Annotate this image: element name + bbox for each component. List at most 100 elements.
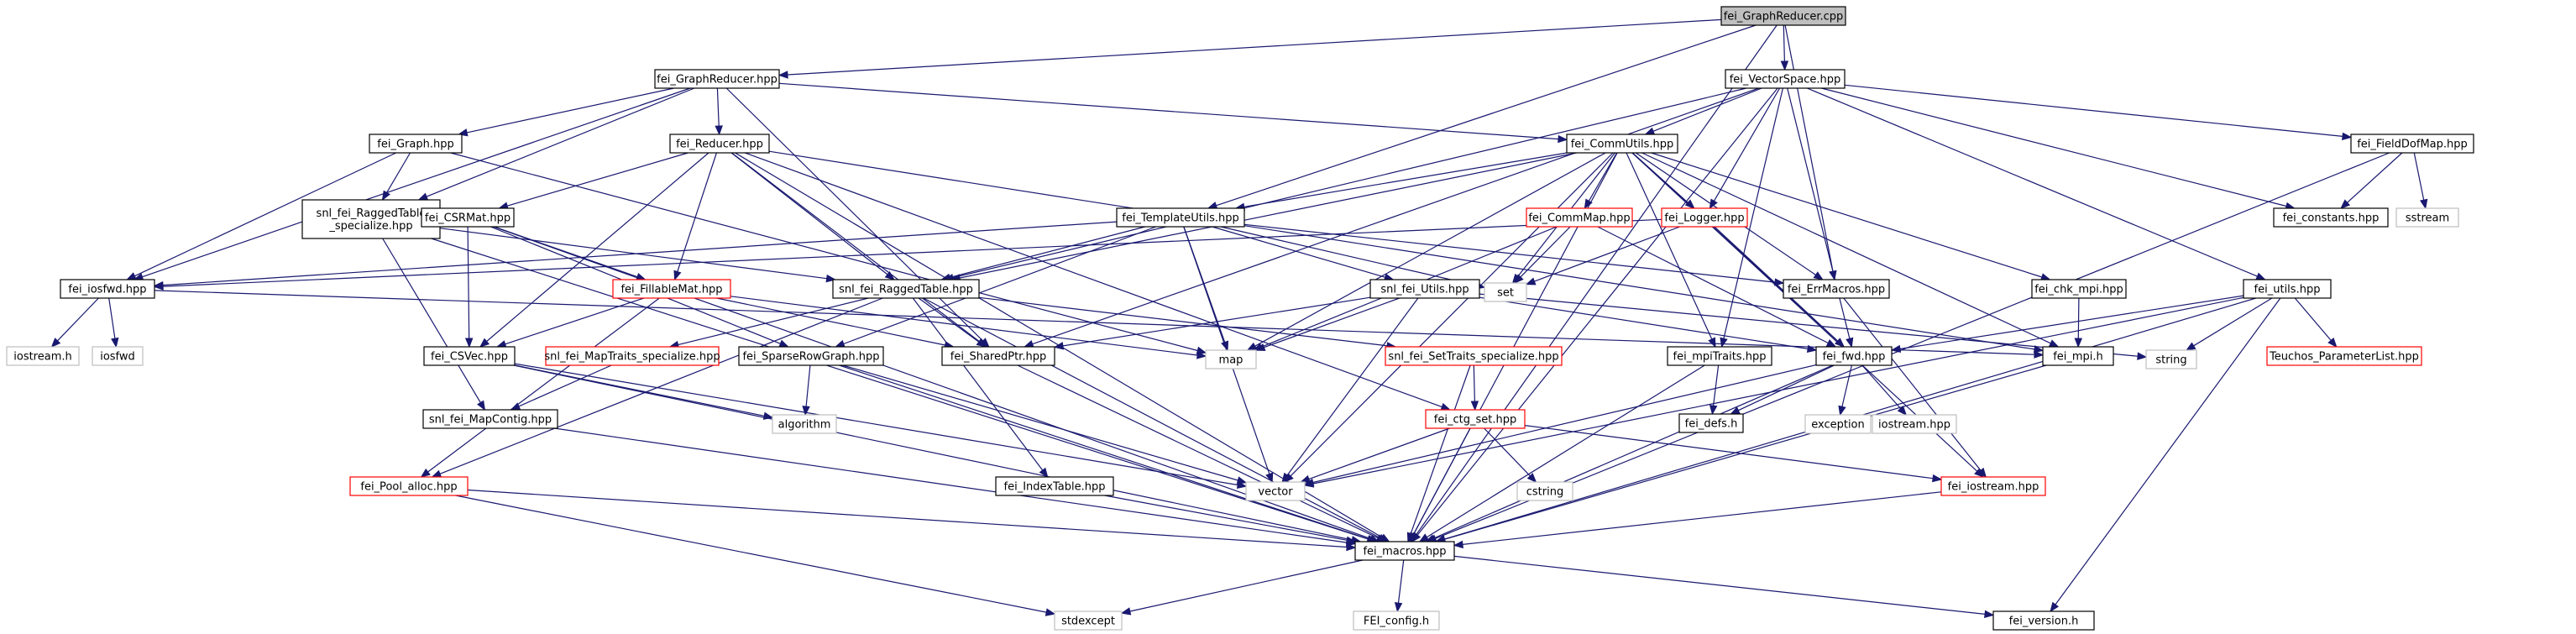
node-errmacros[interactable]: fei_ErrMacros.hpp	[1783, 279, 1890, 299]
node-label: fei_CSVec.hpp	[431, 351, 508, 364]
edge-line	[142, 87, 691, 278]
edge-utils-to-version	[2050, 297, 2281, 613]
edge-arrowhead	[673, 270, 682, 281]
node-snlutils[interactable]: snl_fei_Utils.hpp	[1369, 279, 1480, 299]
node-fielddofmap[interactable]: fei_FieldDofMap.hpp	[2350, 134, 2474, 154]
node-label: exception	[1811, 419, 1865, 432]
node-constants[interactable]: fei_constants.hpp	[2273, 207, 2389, 228]
edge-reducer-to-csrmat	[498, 152, 689, 210]
node-csrmat[interactable]: fei_CSRMat.hpp	[421, 207, 515, 228]
edge-vectorspace-to-commutils	[1644, 87, 1762, 135]
edge-line	[431, 238, 1369, 540]
node-maptraits[interactable]: snl_fei_MapTraits_specialize.hpp	[544, 346, 720, 366]
edge-arrowhead	[1281, 472, 1291, 484]
node-mpi-h[interactable]: fei_mpi.h	[2042, 346, 2114, 366]
edge-line	[2077, 297, 2080, 339]
node-defs[interactable]: fei_defs.h	[1678, 413, 1744, 433]
node-indextable[interactable]: fei_IndexTable.hpp	[995, 476, 1114, 496]
edge-arrowhead	[1984, 610, 1995, 618]
node-fillablemat[interactable]: fei_FillableMat.hpp	[612, 279, 731, 299]
edge-arrowhead	[2050, 601, 2060, 613]
edge-line	[1784, 24, 1834, 272]
node-ctgset[interactable]: fei_ctg_set.hpp	[1425, 409, 1526, 429]
edge-line	[1462, 491, 1942, 545]
node-fwd[interactable]: fei_fwd.hpp	[1815, 346, 1893, 366]
edge-arrowhead	[1526, 473, 1537, 483]
node-graph[interactable]: fei_Graph.hpp	[369, 134, 463, 154]
node-utils[interactable]: fei_utils.hpp	[2243, 279, 2332, 299]
node-label: snl_fei_MapTraits_specialize.hpp	[544, 351, 720, 364]
edge-utils-to-string	[2185, 297, 2273, 351]
edge-maptraits-to-mapcontig	[510, 364, 612, 411]
edge-line	[730, 152, 888, 275]
node-commutils[interactable]: fei_CommUtils.hpp	[1566, 134, 1678, 154]
edge-line	[1129, 559, 1364, 612]
node-label: fei_macros.hpp	[1363, 546, 1446, 558]
edge-line	[1243, 223, 1776, 283]
node-label: fei_constants.hpp	[2283, 212, 2380, 225]
node-box	[1940, 476, 2046, 496]
node-reducer[interactable]: fei_Reducer.hpp	[669, 134, 770, 154]
edge-iosfwd_hpp-to-iostream_h	[50, 297, 99, 348]
node-mapcontig[interactable]: snl_fei_MapContig.hpp	[422, 409, 558, 429]
edge-line	[1783, 24, 1785, 62]
edge-arrowhead	[1394, 602, 1403, 613]
node-box	[941, 346, 1055, 366]
node-graphreducer-hpp[interactable]: fei_GraphReducer.hpp	[654, 69, 780, 89]
node-macros[interactable]: fei_macros.hpp	[1354, 541, 1455, 561]
edge-line	[1444, 364, 2047, 540]
edge-line	[1641, 152, 2051, 344]
edge-arrowhead	[2048, 339, 2060, 348]
edge-arrowhead	[1236, 476, 1248, 485]
edge-arrowhead	[431, 469, 442, 478]
node-version[interactable]: fei_version.h	[1992, 610, 2095, 631]
node-box	[612, 279, 731, 299]
node-settraits[interactable]: snl_fei_SetTraits_specialize.hpp	[1385, 346, 1563, 366]
node-sharedptr[interactable]: fei_SharedPtr.hpp	[941, 346, 1055, 366]
node-label: fei_Pool_alloc.hpp	[360, 481, 457, 494]
node-label: snl_fei_SetTraits_specialize.hpp	[1388, 351, 1558, 364]
node-label: algorithm	[778, 419, 831, 432]
edge-arrowhead	[1897, 406, 1908, 417]
node-raggedtable[interactable]: snl_fei_RaggedTable.hpp	[832, 279, 980, 299]
node-box	[1516, 481, 1573, 501]
edge-vectorspace-to-mpitraits	[1720, 87, 1783, 348]
node-teuchos[interactable]: Teuchos_ParameterList.hpp	[2266, 346, 2422, 366]
node-poolalloc[interactable]: fei_Pool_alloc.hpp	[349, 476, 469, 496]
edge-arrowhead	[153, 282, 164, 291]
node-csvec[interactable]: fei_CSVec.hpp	[423, 346, 516, 366]
edge-arrowhead	[1846, 337, 1854, 348]
edge-line	[1841, 364, 1852, 407]
node-iosfwd-hpp[interactable]: fei_iosfwd.hpp	[60, 279, 155, 299]
node-mpitraits[interactable]: fei_mpiTraits.hpp	[1667, 346, 1772, 366]
node-vectorspace[interactable]: fei_VectorSpace.hpp	[1725, 69, 1846, 89]
edge-line	[506, 152, 689, 207]
edge-line	[386, 152, 411, 193]
edge-fielddofmap-to-constants	[2340, 152, 2403, 209]
edge-raggedtable-to-sharedptr	[918, 297, 987, 348]
edge-root-to-graphreducer_hpp	[778, 18, 1722, 79]
node-box	[654, 69, 780, 89]
edge-fielddofmap-to-sstream	[2413, 152, 2428, 210]
edge-arrowhead	[825, 274, 836, 283]
node-box	[1425, 409, 1526, 429]
edge-arrowhead	[1300, 474, 1311, 483]
edge-ragged_spec-to-mapcontig	[382, 238, 486, 411]
node-chkmpi[interactable]: fei_chk_mpi.hpp	[2031, 279, 2127, 299]
node-sparserowgraph[interactable]: fei_SparseRowGraph.hpp	[738, 346, 884, 366]
node-templateutils[interactable]: fei_TemplateUtils.hpp	[1116, 207, 1245, 228]
node-commmap[interactable]: fei_CommMap.hpp	[1526, 207, 1633, 228]
edge-iosfwd_hpp-to-mpi_h	[154, 290, 2045, 359]
node-root[interactable]: fei_GraphReducer.cpp	[1720, 6, 1846, 26]
edge-line	[1426, 364, 1705, 538]
node-box	[1385, 346, 1563, 366]
node-ragged-spec[interactable]: snl_fei_RaggedTable_specialize.hpp	[301, 199, 441, 239]
edge-arrowhead	[1709, 405, 1718, 416]
edge-arrowhead	[778, 71, 788, 79]
node-label: snl_fei_MapContig.hpp	[429, 414, 552, 427]
edge-line	[677, 152, 717, 272]
edge-reducer-to-mpi_h	[768, 150, 2045, 354]
edge-line	[1416, 24, 1778, 536]
node-fei-iostream[interactable]: fei_iostream.hpp	[1940, 476, 2046, 496]
node-logger[interactable]: fei_Logger.hpp	[1661, 207, 1748, 228]
